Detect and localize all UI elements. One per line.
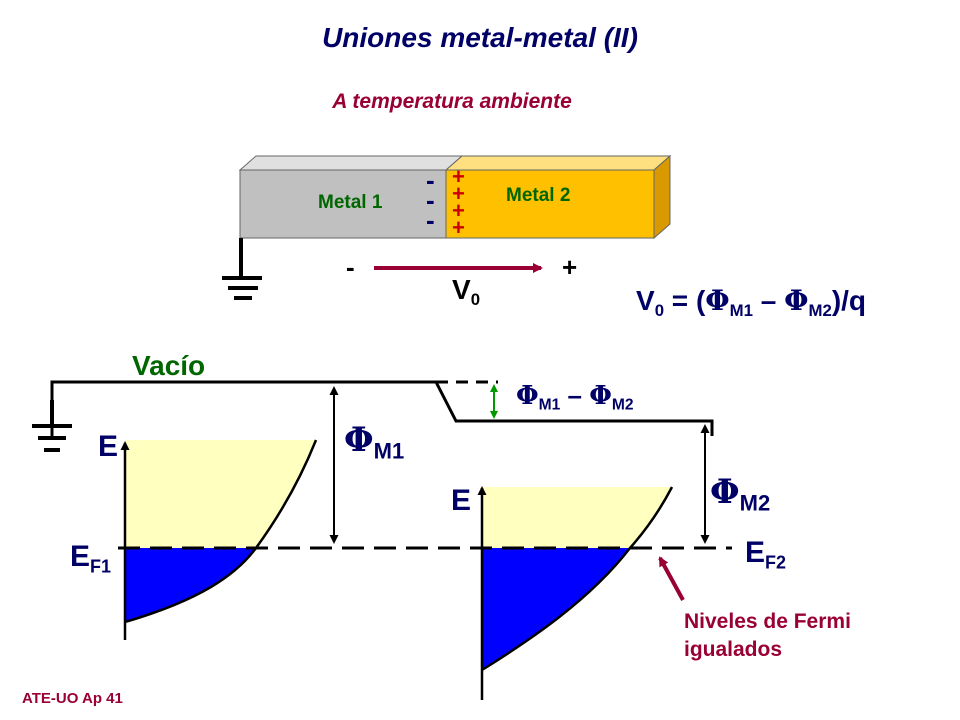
vacuum-level-line: [50, 380, 714, 438]
metal-1-block: [238, 155, 464, 239]
footer-label: ATE-UO Ap 41: [22, 690, 123, 707]
v0-plus-sign: +: [562, 252, 578, 282]
energy-axis-1-label: E: [98, 430, 119, 463]
fermi-note-arrow: [658, 556, 685, 601]
energy-axis-2-label: E: [451, 484, 472, 517]
fermi-level-1-label: EF1: [70, 540, 112, 577]
ground-symbol-bottom: [32, 400, 72, 452]
metal-1-band: [124, 439, 318, 624]
vacuum-label: Vacío: [132, 350, 206, 381]
metal-1-label: Metal 1: [318, 192, 383, 213]
fermi-note: Niveles de Fermi igualados: [684, 610, 851, 661]
metal-2-band: [481, 486, 674, 672]
page-title: Uniones metal-metal (II): [322, 22, 638, 53]
phi-difference-label: ΦM1 – ΦM2: [516, 380, 634, 414]
fermi-level-2-label: EF2: [745, 536, 787, 573]
phi-m1-label: ΦM1: [344, 420, 405, 464]
negative-charges: - - -: [426, 165, 435, 235]
ground-symbol-top: [222, 238, 262, 300]
page-subtitle: A temperatura ambiente: [332, 90, 572, 113]
phi-m2-label: ΦM2: [710, 472, 771, 516]
v0-minus-sign: -: [346, 252, 355, 282]
metal-2-block: [444, 154, 672, 240]
v0-label: V0: [452, 274, 481, 309]
metal-2-label: Metal 2: [506, 185, 571, 206]
v0-formula: V0 = (ΦM1 – ΦM2)/q: [636, 284, 867, 320]
positive-charges: + + + +: [452, 164, 465, 240]
